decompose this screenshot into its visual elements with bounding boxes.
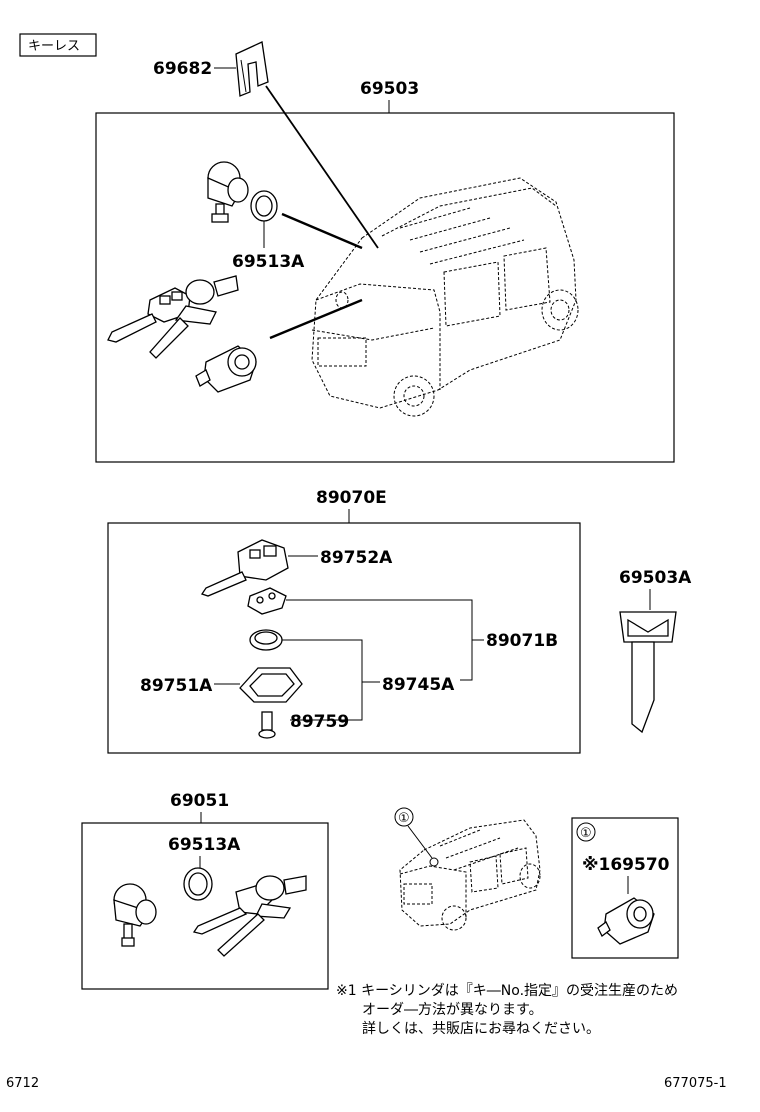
screw-89759: [258, 711, 276, 739]
legend-label: キーレス: [28, 39, 80, 54]
label-69513A-top: 69513A: [232, 252, 305, 272]
key-blank-69503A: [619, 611, 677, 734]
label-69682: 69682: [153, 59, 212, 79]
door-lock-cylinder: [207, 161, 249, 223]
callout-mark-right: ①: [580, 826, 592, 841]
vehicle-illustration-small: [399, 819, 541, 931]
callout-circle-left: [394, 807, 414, 827]
label-89070E: 89070E: [316, 488, 387, 508]
label-69570: ※169570: [582, 855, 670, 875]
key-set-bottom: [192, 875, 307, 957]
label-89752A: 89752A: [320, 548, 393, 568]
ring-69513A-top: [250, 190, 278, 222]
battery-89745A: [249, 629, 283, 651]
key-set-top: [107, 275, 239, 359]
note-line-1: ※1 キーシリンダは『キ―No.指定』の受注生産のため: [336, 983, 678, 999]
note-line-2: オーダ―方法が異なります。: [362, 1002, 543, 1018]
footer-left: 6712: [6, 1076, 39, 1091]
footnote: ※1 キーシリンダは『キ―No.指定』の受注生産のため オーダ―方法が異なります…: [336, 983, 678, 1037]
clip-part-69682: [235, 41, 269, 97]
label-89745A: 89745A: [382, 675, 455, 695]
group-box-69503: [95, 112, 675, 463]
group-box-69570: [571, 817, 679, 959]
footer-right: 677075-1: [664, 1076, 727, 1091]
label-89071B: 89071B: [486, 631, 558, 651]
group-box-69051: [81, 822, 329, 990]
door-lock-cylinder-bottom: [113, 883, 157, 947]
label-89751A: 89751A: [140, 676, 213, 696]
remote-key-89752A: [200, 539, 289, 597]
legend-box: キーレス: [19, 33, 97, 57]
circuit-board-89071B: [247, 587, 287, 615]
ring-69513A-bottom: [183, 867, 213, 901]
label-69513A-bottom: 69513A: [168, 835, 241, 855]
group-box-89070E: [107, 522, 581, 754]
label-69051: 69051: [170, 791, 229, 811]
label-69503A: 69503A: [619, 568, 692, 588]
case-89751A: [239, 667, 303, 703]
ignition-cylinder: [195, 345, 257, 393]
callout-circle-right: [576, 822, 596, 842]
label-89759: 89759: [290, 712, 349, 732]
note-line-3: 詳しくは、共販店にお尋ねください。: [362, 1021, 600, 1037]
vehicle-illustration-large: [311, 177, 579, 417]
callout-mark-left: ①: [398, 811, 410, 826]
key-cylinder-69570: [597, 897, 655, 945]
label-69503: 69503: [360, 79, 419, 99]
